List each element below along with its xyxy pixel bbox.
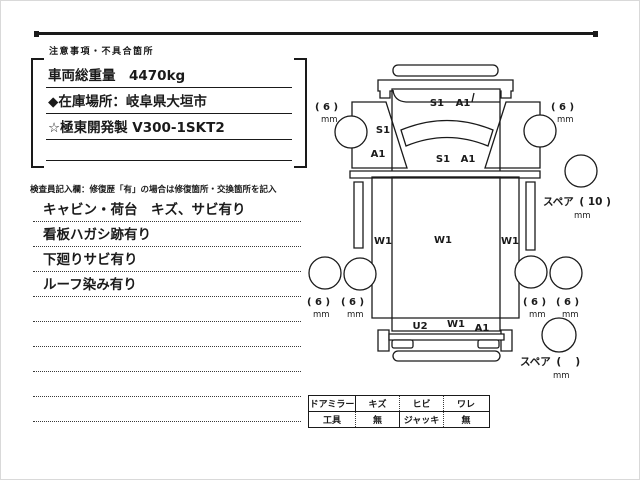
memo-line-empty (33, 397, 301, 422)
memo-line-empty (33, 347, 301, 372)
memo-line: ルーフ染み有り (33, 272, 301, 297)
memo-line-empty (33, 322, 301, 347)
info-line-body-maker: ☆極東開発製 V300-1SKT2 (46, 114, 292, 140)
tread-rear-right-outer-unit: mm (562, 310, 579, 320)
cab-roof-tick (472, 93, 474, 102)
tread-rear-right-outer-value: ( 6 ) (556, 297, 579, 308)
inspector-section-title: 検査員記入欄：修復歴「有」の場合は修復箇所・交換箇所を記入 (30, 185, 277, 195)
spare-tire-bottom (542, 318, 576, 352)
cell-door-mirror: ドアミラー (309, 396, 356, 411)
memo-line: 下廻りサビ有り (33, 247, 301, 272)
spare-bottom-unit: mm (553, 371, 570, 381)
memo-line-empty (33, 297, 301, 322)
memo-line: 看板ハガシ跡有り (33, 222, 301, 247)
cab-bed-divider (350, 171, 540, 178)
notes-section-title: 注意事項・不具合箇所 (49, 47, 155, 57)
wheel-rear-left-inner (344, 258, 376, 290)
rear-bumper-bar (389, 334, 504, 340)
cell-scratch: キズ (356, 396, 400, 411)
rear-flap-left (392, 340, 413, 348)
wheel-front-right (524, 115, 556, 147)
cell-jack: ジャッキ (400, 412, 444, 427)
vehicle-info-list: 車両総重量 4470kg ◆在庫場所：岐阜県大垣市 ☆極東開発製 V300-1S… (46, 62, 292, 161)
rear-flap-right (478, 340, 499, 348)
tread-front-right-unit: mm (557, 115, 574, 125)
tread-rear-left-inner-value: ( 6 ) (341, 297, 364, 308)
left-bracket (31, 58, 44, 168)
equipment-condition-table: ドアミラー キズ ヒビ ワレ 工具 無 ジャッキ 無 (308, 395, 490, 428)
windshield-band (401, 121, 493, 147)
side-guard-left (354, 182, 363, 248)
zone-windshield-s1: S1 (436, 154, 450, 165)
wheel-rear-right-inner (515, 256, 547, 288)
wheel-front-left (335, 116, 367, 148)
right-bracket (294, 58, 307, 168)
cell-break: ワレ (456, 400, 475, 410)
memo-line-empty (33, 372, 301, 397)
info-line-stock-location: ◆在庫場所：岐阜県大垣市 (46, 88, 292, 114)
rear-bottom-bar (393, 351, 500, 361)
zone-windshield-a1: A1 (461, 154, 476, 165)
spare-bottom-label: スペア ( ) (520, 356, 580, 368)
wheel-rear-right-outer (550, 257, 582, 289)
tread-rear-left-outer-value: ( 6 ) (307, 297, 330, 308)
tread-rear-left-inner-unit: mm (347, 310, 364, 320)
table-row-tools: 工具 無 ジャッキ 無 (309, 412, 489, 427)
cell-tools: 工具 (309, 412, 356, 427)
spare-top-label: スペア ( 10 ) (543, 196, 611, 208)
front-top-bar (393, 65, 498, 76)
spare-top-unit: mm (574, 211, 591, 221)
bed-inner-floor (392, 177, 500, 331)
tread-rear-right-inner-unit: mm (529, 310, 546, 320)
info-line-gross-weight: 車両総重量 4470kg (46, 62, 292, 88)
zone-bed-w1-left: W1 (374, 236, 392, 247)
bed-outer-frame (372, 177, 519, 318)
tread-front-left-value: ( 6 ) (315, 102, 338, 113)
cell-tools-none: 無 (356, 412, 400, 427)
side-guard-right (526, 182, 535, 250)
tread-front-left-unit: mm (321, 115, 338, 125)
info-line-empty (46, 140, 292, 161)
zone-rear-w1: W1 (447, 319, 465, 330)
zone-bed-w1-center: W1 (434, 235, 452, 246)
zone-cab-top-a1: A1 (456, 98, 471, 109)
cell-jack-none: 無 (461, 416, 471, 426)
truck-top-view-diagram: S1 A1 S1 A1 S1 A1 W1 W1 W1 U2 W1 A1 ( 6 … (307, 45, 611, 381)
top-rule (34, 30, 598, 37)
wheel-rear-left-outer (309, 257, 341, 289)
tread-rear-right-inner-value: ( 6 ) (523, 297, 546, 308)
cab-roof-line (393, 90, 500, 102)
rear-tab-left (378, 330, 389, 351)
memo-line: キャビン・荷台 キズ、サビ有り (33, 197, 301, 222)
zone-cab-top-s1: S1 (430, 98, 444, 109)
zone-door-left-s1: S1 (376, 125, 390, 136)
zone-bed-w1-right: W1 (501, 236, 519, 247)
zone-rear-u2: U2 (412, 321, 427, 332)
tread-front-right-value: ( 6 ) (551, 102, 574, 113)
tread-rear-left-outer-unit: mm (313, 310, 330, 320)
cell-crack: ヒビ (400, 396, 444, 411)
inspector-memo-list: キャビン・荷台 キズ、サビ有り 看板ハガシ跡有り 下廻りサビ有り ルーフ染み有り (33, 197, 301, 422)
table-row-mirror: ドアミラー キズ ヒビ ワレ (309, 396, 489, 412)
zone-door-left-a1: A1 (371, 149, 386, 160)
zone-rear-a1: A1 (475, 323, 490, 334)
spare-tire-top (565, 155, 597, 187)
